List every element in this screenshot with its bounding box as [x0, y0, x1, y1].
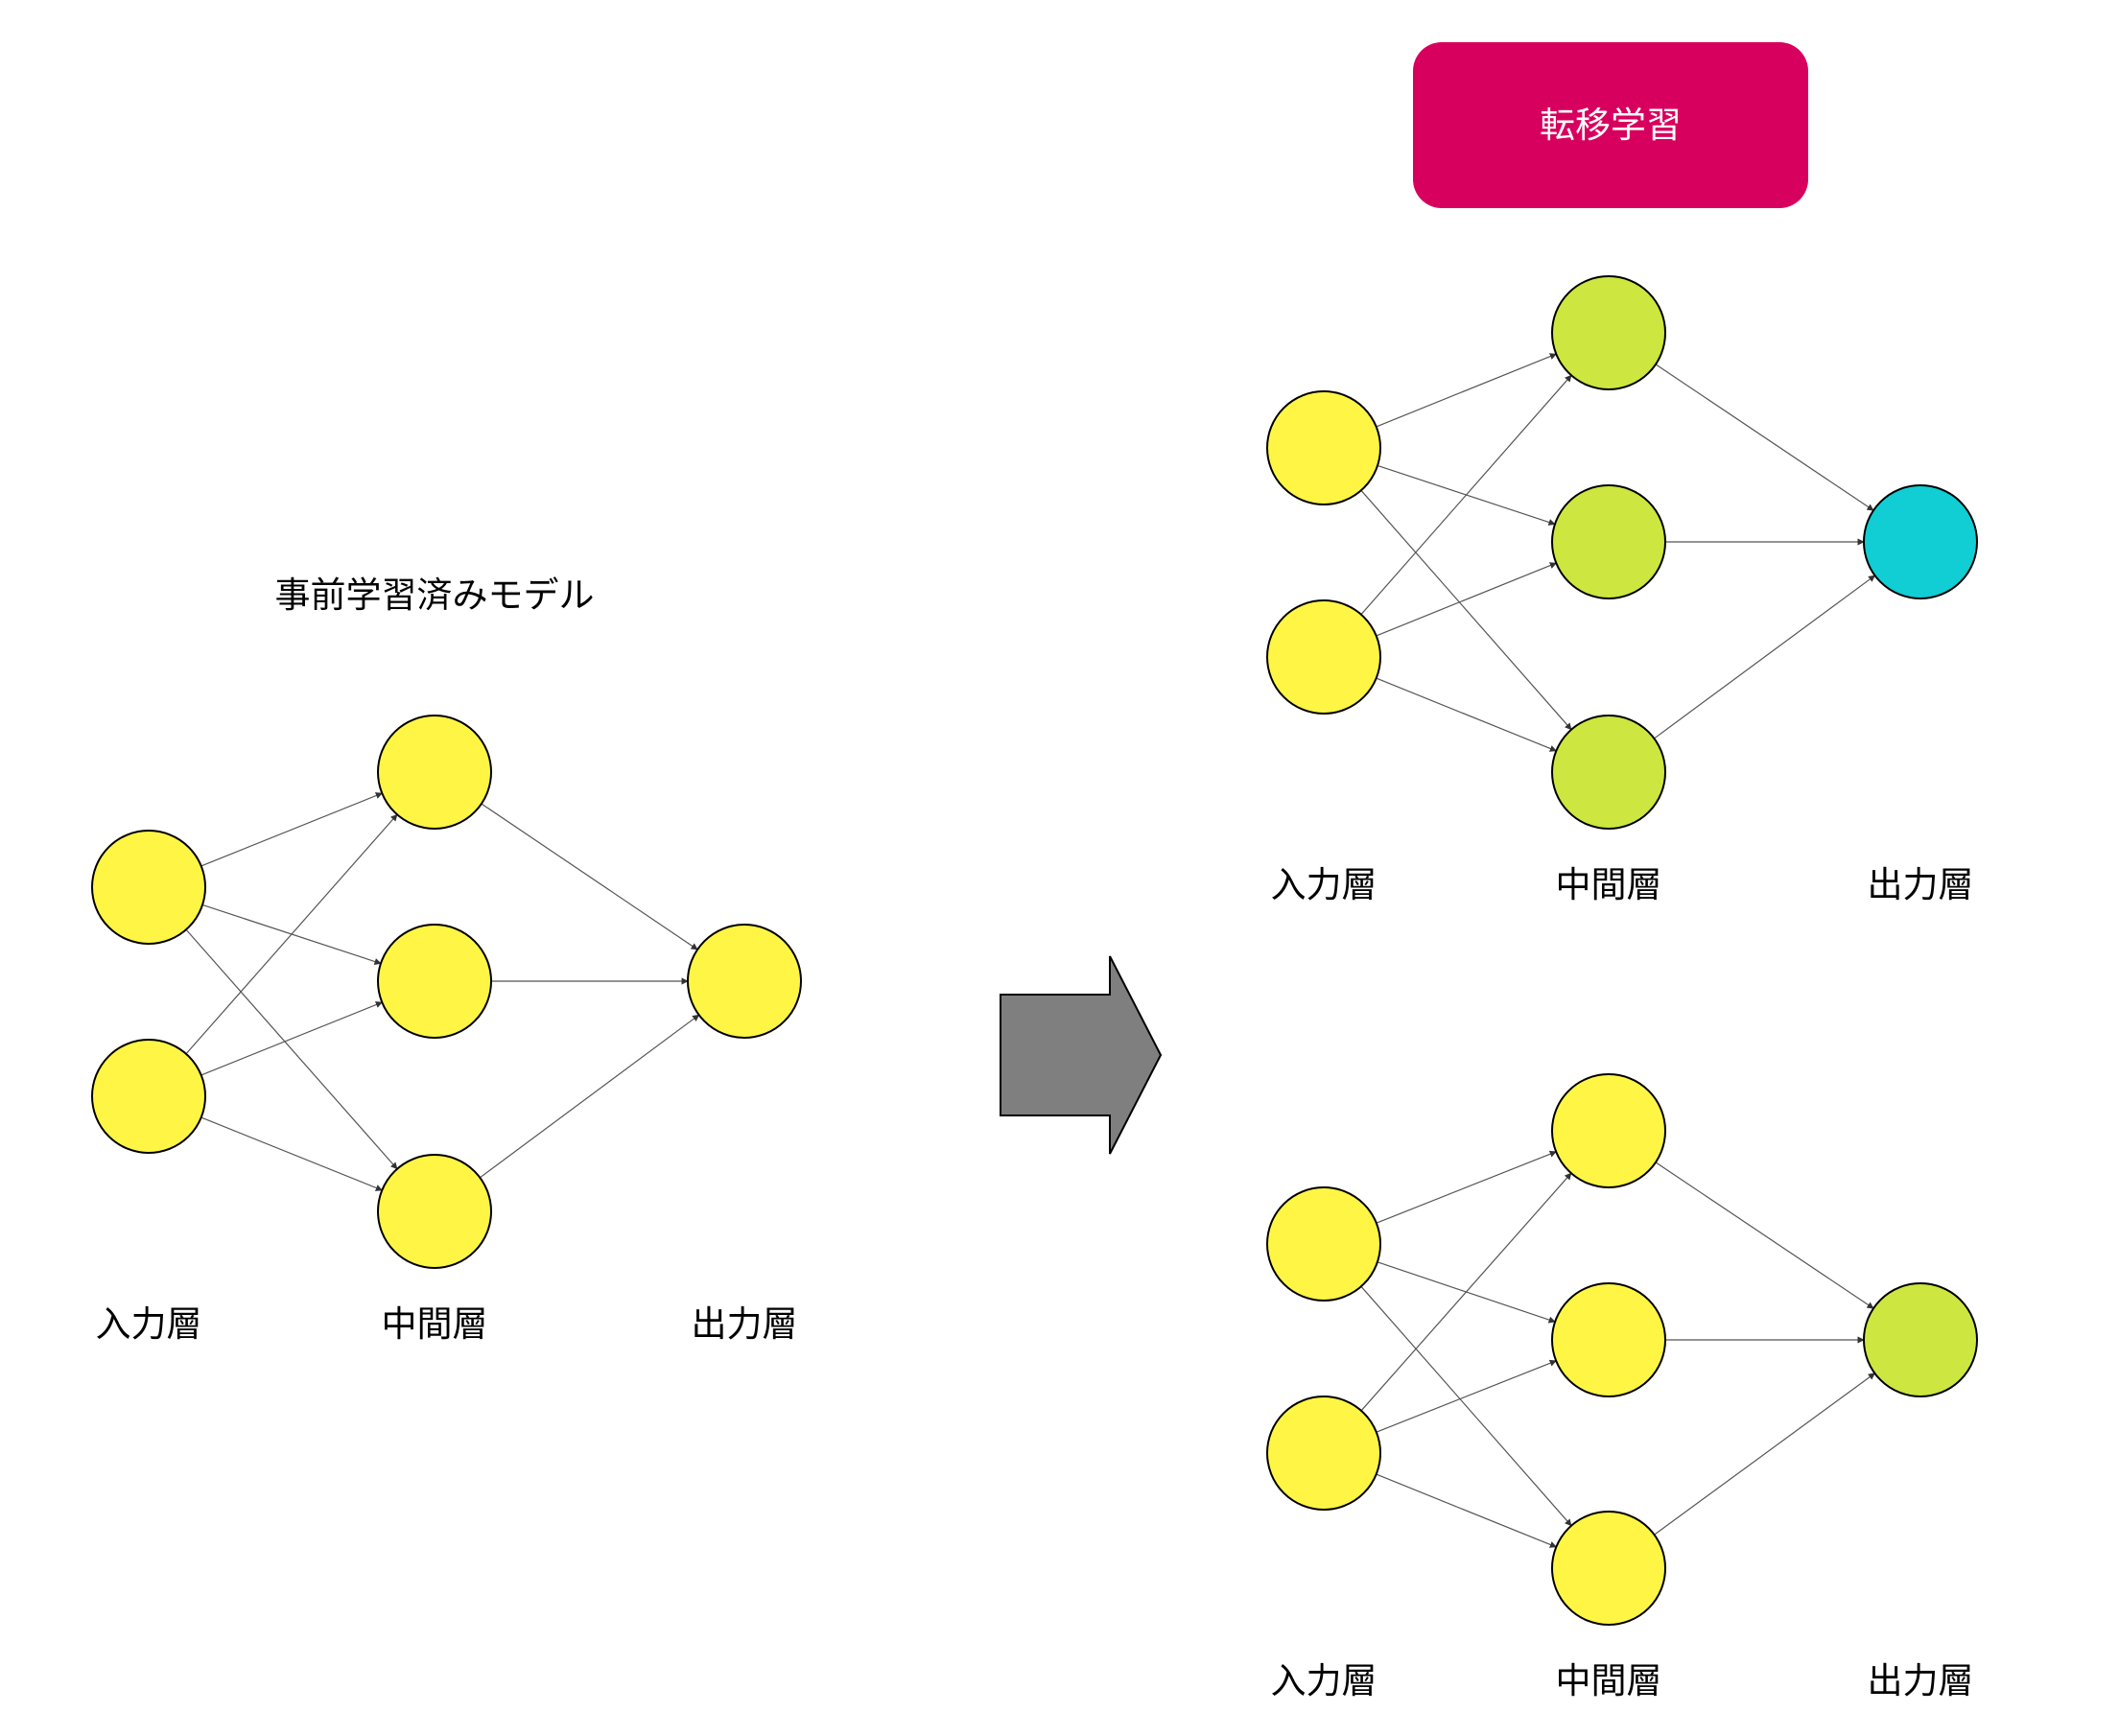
transition-arrow-icon	[1000, 955, 1163, 1155]
edge-input2-to-hidden3	[1376, 1473, 1557, 1548]
hidden-node-1	[1551, 1073, 1666, 1188]
edge-hidden1-to-output1	[1655, 1161, 1874, 1309]
edges	[185, 792, 700, 1191]
edge-input2-to-hidden1	[1360, 374, 1572, 616]
hidden-layer-label: 中間層	[1556, 864, 1662, 905]
transfer-badge-label: 転移学習	[1540, 105, 1682, 146]
input-node-2	[1266, 599, 1381, 715]
hidden-node-3	[1551, 715, 1666, 830]
edge-input2-to-hidden2	[1376, 1359, 1557, 1433]
hidden-node-1	[377, 715, 492, 830]
input-layer-label: 入力層	[96, 1303, 202, 1345]
hidden-node-2	[377, 924, 492, 1039]
edges	[1360, 1150, 1875, 1548]
output-node-1	[687, 924, 802, 1039]
edge-input2-to-hidden1	[1360, 1172, 1572, 1412]
output-layer-label: 出力層	[1868, 1660, 1974, 1701]
transfer-learning-badge: 転移学習	[1413, 42, 1808, 208]
hidden-node-2	[1551, 1282, 1666, 1397]
edge-input2-to-hidden3	[200, 1116, 383, 1191]
edges	[1360, 353, 1876, 752]
transfer-badge-box	[1413, 42, 1808, 208]
edge-hidden1-to-output1	[481, 803, 698, 950]
output-layer-label: 出力層	[692, 1303, 798, 1345]
output-node-1	[1863, 1282, 1978, 1397]
edge-input2-to-hidden2	[1376, 562, 1557, 637]
edge-input1-to-hidden3	[1360, 1285, 1572, 1527]
input-layer-label: 入力層	[1271, 1660, 1377, 1701]
edge-hidden3-to-output1	[480, 1014, 700, 1179]
input-node-1	[1266, 1186, 1381, 1302]
edge-hidden3-to-output1	[1654, 1372, 1875, 1536]
input-node-1	[1266, 390, 1381, 505]
edge-input1-to-hidden1	[1376, 353, 1557, 428]
input-node-2	[1266, 1396, 1381, 1511]
input-layer-label: 入力層	[1271, 864, 1377, 905]
hidden-node-1	[1551, 275, 1666, 390]
edge-hidden3-to-output1	[1654, 575, 1876, 739]
hidden-layer-label: 中間層	[1556, 1660, 1662, 1701]
input-node-1	[91, 830, 206, 945]
edge-input2-to-hidden3	[1376, 677, 1557, 752]
input-node-2	[91, 1039, 206, 1154]
output-layer-label: 出力層	[1868, 864, 1974, 905]
edge-input1-to-hidden1	[200, 792, 383, 867]
hidden-node-3	[1551, 1511, 1666, 1626]
pretrained-network: 入力層 中間層 出力層	[91, 715, 802, 1345]
edge-input1-to-hidden3	[185, 928, 398, 1170]
pretrained-model-title: 事前学習済みモデル	[275, 575, 595, 616]
hidden-node-3	[377, 1154, 492, 1269]
transfer-network-top: 入力層 中間層 出力層	[1266, 275, 1978, 905]
hidden-node-2	[1551, 484, 1666, 599]
edge-hidden1-to-output1	[1655, 364, 1874, 511]
edge-input2-to-hidden2	[200, 1001, 383, 1076]
hidden-layer-label: 中間層	[382, 1303, 488, 1345]
edge-input2-to-hidden1	[185, 813, 398, 1055]
edge-input1-to-hidden3	[1360, 489, 1572, 731]
output-node-1	[1863, 484, 1978, 599]
edge-input1-to-hidden1	[1376, 1150, 1557, 1224]
transfer-network-bottom: 入力層 中間層 出力層	[1266, 1073, 1978, 1701]
